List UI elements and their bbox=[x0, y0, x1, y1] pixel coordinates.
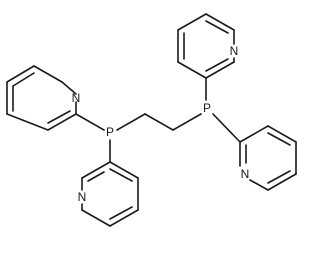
double-bond-inner bbox=[87, 171, 105, 182]
ethylene-bridge-and-p-bonds bbox=[75, 77, 241, 163]
double-bond-inner bbox=[109, 206, 133, 220]
double-bond-inner bbox=[205, 58, 229, 72]
bond bbox=[81, 161, 111, 179]
bond-bridge-to-p bbox=[172, 113, 202, 131]
double-bond-inner bbox=[47, 110, 71, 124]
bond bbox=[109, 161, 139, 179]
bond bbox=[177, 61, 207, 79]
bond bbox=[61, 81, 77, 95]
bond bbox=[109, 209, 139, 227]
bond-bridge-ch2 bbox=[144, 113, 174, 131]
bond bbox=[239, 125, 269, 143]
pyridine-ring-top-left bbox=[6, 65, 77, 131]
bond bbox=[6, 65, 35, 83]
double-bond-inner bbox=[109, 168, 133, 182]
bond bbox=[81, 209, 111, 227]
nitrogen-top-right-label: N bbox=[230, 44, 239, 58]
bond bbox=[177, 13, 207, 31]
pyridine-ring-bottom-left bbox=[81, 161, 139, 227]
bond-p-to-bottom-right-ring bbox=[212, 113, 241, 143]
nitrogen-bottom-right-label: N bbox=[241, 167, 250, 181]
phosphorus-left-label: P bbox=[106, 125, 114, 139]
nitrogen-top-left-label: N bbox=[72, 91, 81, 105]
bond bbox=[6, 113, 49, 131]
bond-p-to-bridge bbox=[116, 113, 146, 131]
bond bbox=[47, 113, 77, 131]
pyridine-ring-top-right bbox=[177, 13, 235, 79]
pyridine-ring-bottom-right bbox=[239, 125, 297, 191]
bond bbox=[205, 61, 235, 79]
double-bond-inner bbox=[267, 170, 291, 184]
double-bond-inner bbox=[205, 20, 229, 34]
bond bbox=[33, 65, 63, 83]
atom-labels: P P N N N N bbox=[72, 44, 250, 204]
phosphorus-right-label: P bbox=[203, 101, 211, 115]
double-bond-inner bbox=[12, 72, 35, 87]
bond bbox=[205, 13, 235, 31]
double-bond-inner bbox=[267, 132, 291, 146]
bond bbox=[267, 125, 297, 143]
bond-p-to-top-left-ring bbox=[75, 113, 105, 131]
bond bbox=[267, 173, 297, 191]
bond bbox=[249, 179, 269, 191]
nitrogen-bottom-left-label: N bbox=[78, 190, 87, 204]
